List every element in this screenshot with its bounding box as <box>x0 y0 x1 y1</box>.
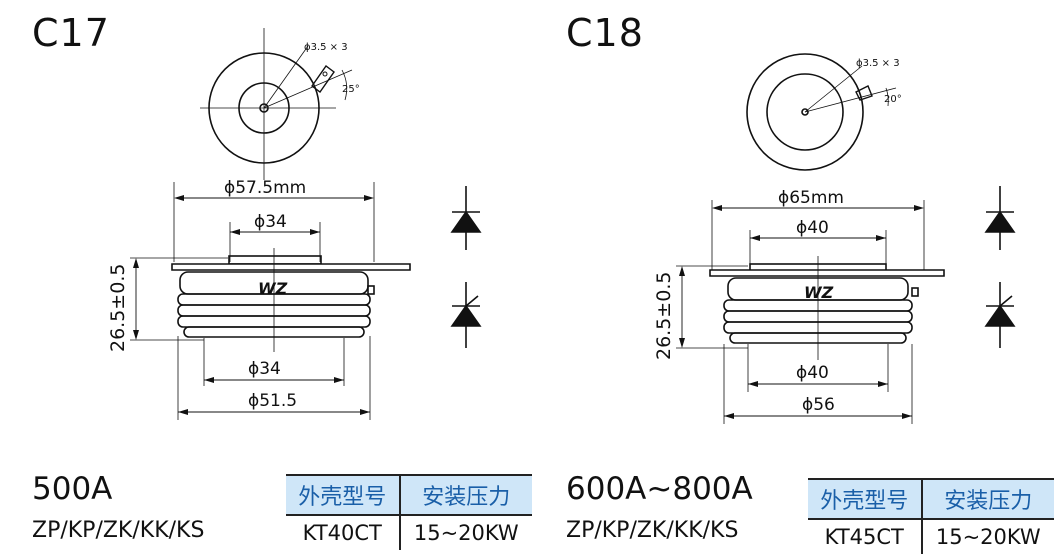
panel-c17: C17 ϕ3.5 × 3 25° <box>32 11 532 550</box>
side-view <box>676 200 945 424</box>
diode-symbol <box>450 186 482 250</box>
header-mount-pressure: 安装压力 <box>398 474 532 516</box>
angle-label: 25° <box>342 84 360 95</box>
table-header-row: 外壳型号 安装压力 <box>808 478 1054 520</box>
thyristor-symbol <box>984 282 1016 348</box>
dim-inner-top: ϕ40 <box>796 218 829 238</box>
device-types: ZP/KP/ZK/KK/KS <box>566 518 739 543</box>
diode-symbol <box>984 186 1016 250</box>
spec-table: 外壳型号 安装压力 KT45CT 15~20KW <box>808 478 1054 554</box>
table-row: KT40CT 15~20KW <box>286 515 532 550</box>
c18-drawing: ϕ3.5 × 3 20° <box>653 53 1016 424</box>
dim-outer-top: ϕ57.5mm <box>224 178 306 198</box>
inner-ring <box>766 73 844 151</box>
side-view <box>130 182 411 420</box>
top-view <box>746 53 897 171</box>
thyristor-symbol <box>450 282 482 348</box>
header-case-model: 外壳型号 <box>808 478 922 520</box>
hole-label: ϕ3.5 × 3 <box>304 42 348 53</box>
logo-wz: WZ <box>804 283 834 302</box>
dim-inner-bottom: ϕ40 <box>796 363 829 383</box>
dim-height: 26.5±0.5 <box>107 264 129 352</box>
hole-label: ϕ3.5 × 3 <box>856 58 900 69</box>
terminal-tab <box>311 65 335 93</box>
center-hole <box>801 108 809 116</box>
cell-mount-pressure: 15~20KW <box>920 519 1054 554</box>
top-view <box>200 28 353 180</box>
dim-outer-top: ϕ65mm <box>778 188 844 208</box>
table-header-row: 外壳型号 安装压力 <box>286 474 532 516</box>
outer-ring <box>746 53 864 171</box>
dim-outer-bottom: ϕ51.5 <box>248 391 297 411</box>
cell-mount-pressure: 15~20KW <box>398 515 532 550</box>
dim-outer-bottom: ϕ56 <box>802 395 835 415</box>
current-rating: 600A~800A <box>566 471 753 507</box>
terminal-tab <box>855 85 873 101</box>
panel-c18: C18 ϕ3.5 × 3 20° <box>540 0 1063 555</box>
cell-case-model: KT40CT <box>302 521 382 545</box>
dim-inner-bottom: ϕ34 <box>248 359 281 379</box>
current-rating: 500A <box>32 471 113 507</box>
header-mount-pressure: 安装压力 <box>920 478 1054 520</box>
dim-height: 26.5±0.5 <box>653 272 675 360</box>
table-row: KT45CT 15~20KW <box>808 519 1054 554</box>
device-types: ZP/KP/ZK/KK/KS <box>32 518 205 543</box>
header-case-model: 外壳型号 <box>286 474 400 516</box>
dim-inner-top: ϕ34 <box>254 212 287 232</box>
package-title: C17 <box>32 11 110 55</box>
logo-wz: WZ <box>258 279 288 298</box>
angle-label: 20° <box>884 94 902 105</box>
cell-case-model: KT45CT <box>824 525 904 549</box>
spec-table: 外壳型号 安装压力 KT40CT 15~20KW <box>286 474 532 550</box>
package-title: C18 <box>566 11 644 55</box>
c17-drawing: ϕ3.5 × 3 25° <box>107 28 482 420</box>
